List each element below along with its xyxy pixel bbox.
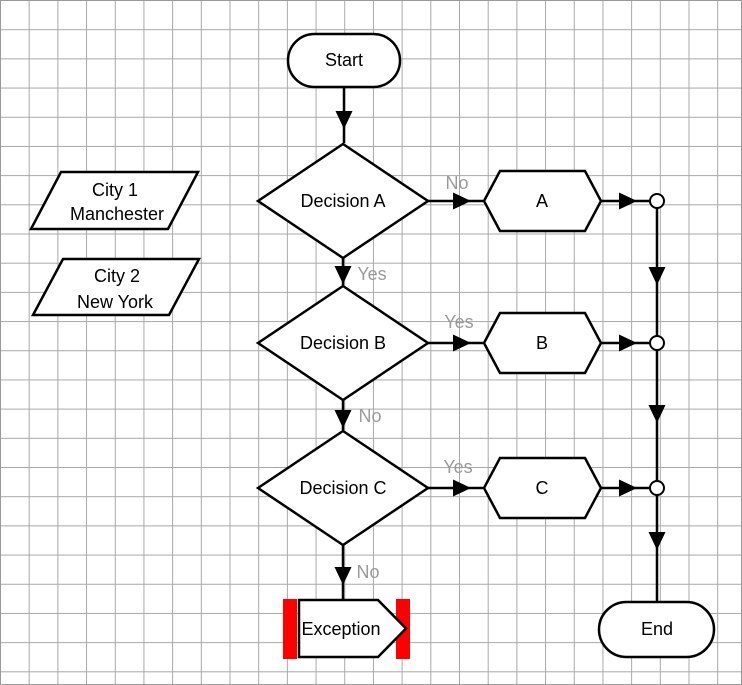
edge-label-decision-c-yes: Yes: [443, 457, 472, 477]
decision-a-label: Decision A: [300, 191, 385, 211]
process-b-label: B: [536, 333, 548, 353]
arrowhead-down-icon: [334, 266, 352, 284]
data-city-2-parallelogram[interactable]: [30, 257, 202, 317]
process-c-label: C: [536, 478, 549, 498]
edge-label-decision-c-no: No: [356, 562, 379, 582]
arrowhead-down-icon: [648, 267, 666, 285]
decision-b-diamond[interactable]: [255, 284, 431, 402]
data-city-1-parallelogram[interactable]: [28, 170, 201, 231]
exception-label: Exception: [301, 619, 380, 639]
arrowhead-right-icon: [619, 479, 637, 497]
edge-label-decision-a-yes: Yes: [357, 264, 386, 284]
edge-label-decision-a-no: No: [445, 173, 468, 193]
junction-circle-2[interactable]: [649, 335, 665, 351]
data-city-2-line1: City 2: [94, 266, 140, 286]
process-b-hexagon[interactable]: [482, 311, 603, 375]
end-node[interactable]: [597, 600, 716, 659]
arrowhead-down-icon: [648, 532, 666, 550]
decision-a-diamond[interactable]: [255, 142, 431, 260]
arrowhead-down-icon: [334, 410, 352, 428]
arrowhead-right-icon: [453, 192, 471, 210]
arrowhead-down-icon: [335, 111, 353, 129]
end-node-label: End: [641, 619, 673, 639]
junction-circle-1[interactable]: [649, 193, 665, 209]
arrowhead-right-icon: [453, 479, 471, 497]
data-city-1-line1: City 1: [92, 180, 138, 200]
data-city-2-line2: New York: [77, 292, 154, 312]
arrowhead-right-icon: [619, 192, 637, 210]
start-node[interactable]: [286, 32, 402, 89]
arrowhead-down-icon: [648, 405, 666, 423]
start-node-label: Start: [325, 50, 363, 70]
exception-bar-left: [283, 599, 297, 659]
edge-label-decision-b-no: No: [358, 406, 381, 426]
arrowhead-down-icon: [334, 567, 352, 585]
process-c-hexagon[interactable]: [482, 456, 603, 520]
edge-label-decision-b-yes: Yes: [444, 312, 473, 332]
process-a-label: A: [536, 191, 548, 211]
exception-node[interactable]: [297, 598, 408, 659]
decision-b-label: Decision B: [300, 333, 386, 353]
data-city-1-line2: Manchester: [70, 204, 164, 224]
process-a-hexagon[interactable]: [482, 169, 603, 233]
junction-circle-3[interactable]: [649, 480, 665, 496]
decision-c-label: Decision C: [299, 478, 386, 498]
decision-c-diamond[interactable]: [255, 429, 431, 547]
arrowhead-right-icon: [453, 334, 471, 352]
arrowhead-right-icon: [619, 334, 637, 352]
